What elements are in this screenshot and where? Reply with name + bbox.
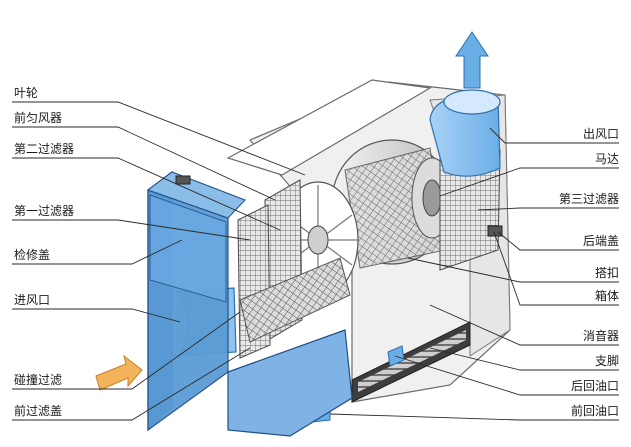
front-filter-cover-shape	[227, 329, 353, 437]
latch-shape-top	[175, 175, 191, 185]
label-latch: 搭扣	[595, 266, 619, 280]
outlet-arrow	[455, 31, 489, 89]
label-air-inlet: 进风口	[14, 293, 50, 307]
label-support-leg: 支脚	[595, 353, 619, 368]
label-impact-filter: 碰撞过滤	[14, 372, 62, 387]
label-air-outlet: 出风口	[583, 127, 619, 141]
label-rear-oil-return: 后回油口	[571, 379, 619, 393]
label-first-filter: 第一过滤器	[14, 204, 74, 218]
bottom-mesh	[239, 257, 351, 343]
housing-top	[226, 79, 432, 176]
access-cover-shape	[149, 194, 227, 303]
air-outlet-shape	[429, 89, 501, 177]
leader-lines	[12, 101, 619, 421]
label-impeller: 叶轮	[14, 86, 38, 100]
label-access-cover: 检修盖	[14, 247, 50, 262]
label-motor: 马达	[595, 152, 619, 166]
machine-illustration	[95, 31, 511, 437]
impact-filter-arrow	[95, 354, 143, 391]
label-housing: 箱体	[595, 288, 619, 303]
label-silencer: 消音器	[583, 328, 619, 343]
label-front-equalizer: 前匀风器	[14, 110, 62, 125]
label-front-filter-cover: 前过滤盖	[14, 403, 62, 418]
labels-left: 叶轮 前匀风器 第二过滤器 第一过滤器 检修盖 进风口 碰撞过滤 前过滤盖	[14, 86, 74, 418]
labels-right: 出风口 马达 第三过滤器 后端盖 搭扣 箱体 消音器 支脚 后回油口 前回油口	[559, 127, 619, 418]
label-second-filter: 第二过滤器	[14, 142, 74, 156]
label-front-oil-return: 前回油口	[571, 403, 619, 418]
label-third-filter: 第三过滤器	[559, 192, 619, 206]
label-rear-cover: 后端盖	[583, 234, 619, 248]
